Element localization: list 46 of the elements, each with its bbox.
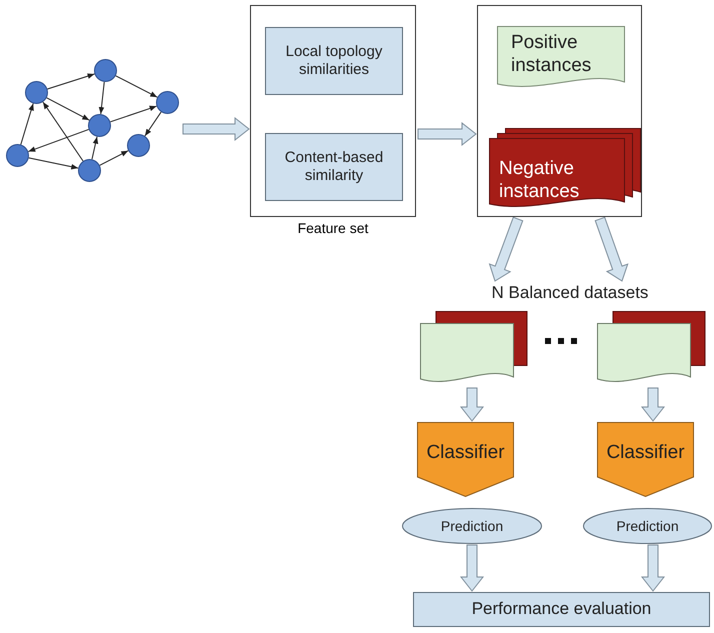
block-arrow	[460, 544, 484, 592]
graph-node-circle	[6, 144, 29, 167]
prediction-ellipse	[402, 508, 542, 544]
graph-node-circle	[88, 114, 111, 137]
block-arrow	[460, 388, 484, 422]
graph-node-circle	[78, 159, 101, 182]
block-arrow	[418, 122, 477, 146]
block-arrow	[488, 216, 524, 282]
arrow	[115, 75, 158, 98]
arrow	[144, 112, 162, 136]
node-label: Prediction	[616, 518, 679, 534]
node-label: Content-based similarity	[284, 149, 384, 185]
graph-node-circle	[25, 81, 48, 104]
prediction-ellipse	[583, 508, 712, 544]
classifier-shape	[417, 422, 514, 497]
block-arrow	[640, 544, 666, 592]
feature-box	[265, 133, 403, 201]
node-label: Classifier	[425, 442, 506, 465]
node-label: Classifier	[605, 442, 686, 465]
instances-panel	[477, 5, 642, 217]
node-label: Local topology similarities	[284, 43, 384, 79]
evaluation-box	[413, 592, 710, 627]
graph-node-circle	[156, 91, 179, 114]
arrow	[42, 102, 84, 162]
arrow	[46, 73, 96, 90]
arrow	[92, 136, 98, 160]
block-arrow	[594, 216, 628, 282]
node-label: Negative instances	[499, 158, 580, 204]
panel-heading: Feature set	[296, 220, 370, 237]
block-arrow	[182, 116, 250, 142]
block-arrow	[640, 388, 666, 422]
classifier-shape	[597, 422, 694, 497]
node-label: Prediction	[440, 518, 504, 534]
arrow	[28, 128, 90, 152]
arrow	[110, 106, 158, 122]
arrow	[20, 103, 34, 145]
node-label: Performance evaluation	[472, 599, 652, 620]
arrow	[46, 97, 90, 121]
graph-node-circle	[127, 134, 150, 157]
arrow	[28, 157, 79, 170]
arrow	[99, 150, 129, 166]
section-heading: N Balanced datasets	[492, 282, 648, 304]
feature-box	[265, 27, 403, 95]
graph-node-circle	[94, 59, 117, 82]
arrow	[98, 81, 105, 115]
node-label: Positive instances	[511, 32, 592, 78]
